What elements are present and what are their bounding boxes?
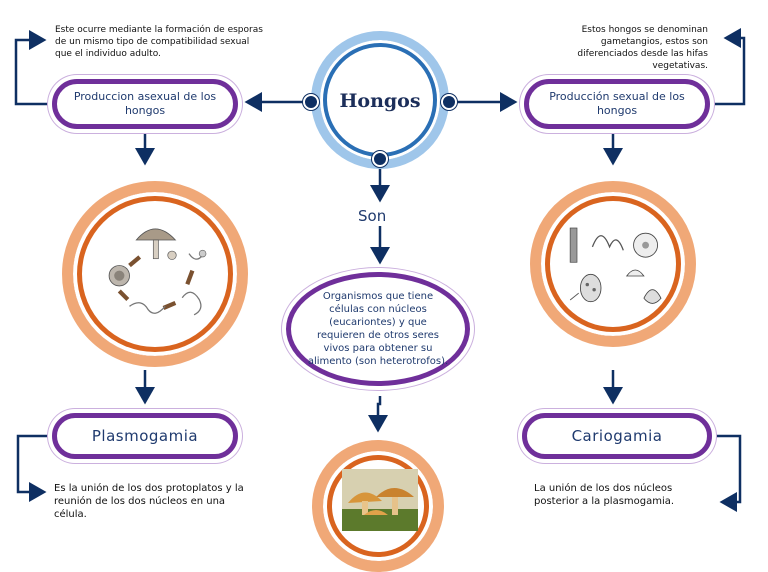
- fungal-structures-illustration: [569, 227, 662, 304]
- plasmogamia-label: Plasmogamia: [91, 427, 199, 445]
- sexual-reproduction-label: Producción sexual de los hongos: [549, 90, 685, 117]
- definition-text: Organismos que tiene células con núcleos…: [307, 291, 449, 367]
- asexual-reproduction-box: Produccion asexual de los hongos: [52, 79, 238, 129]
- cariogamia-note: La unión de los dos núcleos posterior a …: [534, 483, 675, 507]
- definition-box: Organismos que tiene células con núcleos…: [286, 272, 470, 386]
- plasmogamia-box: Plasmogamia: [52, 413, 238, 459]
- cariogamia-box: Cariogamia: [522, 413, 712, 459]
- connector-dot-right: [441, 94, 457, 110]
- connector-label: Son: [358, 207, 387, 225]
- plasmogamia-note: Es la unión de los dos protoplatos y la …: [54, 483, 244, 520]
- diagram-title: Hongos: [339, 90, 421, 112]
- mushroom-photo-ring: [312, 440, 444, 572]
- asexual-image-ring: [62, 181, 248, 367]
- mushroom-photo: [342, 469, 418, 531]
- sexual-image-ring: [530, 181, 696, 347]
- title-circle: Hongos: [311, 31, 449, 169]
- asexual-note: Este ocurre mediante la formación de esp…: [55, 25, 263, 59]
- mushroom-life-cycle-illustration: [108, 228, 207, 316]
- sexual-reproduction-box: Producción sexual de los hongos: [524, 79, 710, 129]
- connector-dot-left: [303, 94, 319, 110]
- cariogamia-label: Cariogamia: [571, 427, 663, 445]
- asexual-reproduction-label: Produccion asexual de los hongos: [73, 90, 217, 117]
- sexual-note: Estos hongos se denominan gametangios, e…: [577, 25, 708, 71]
- connector-arrows: [14, 28, 746, 512]
- connector-dot-bottom: [372, 151, 388, 167]
